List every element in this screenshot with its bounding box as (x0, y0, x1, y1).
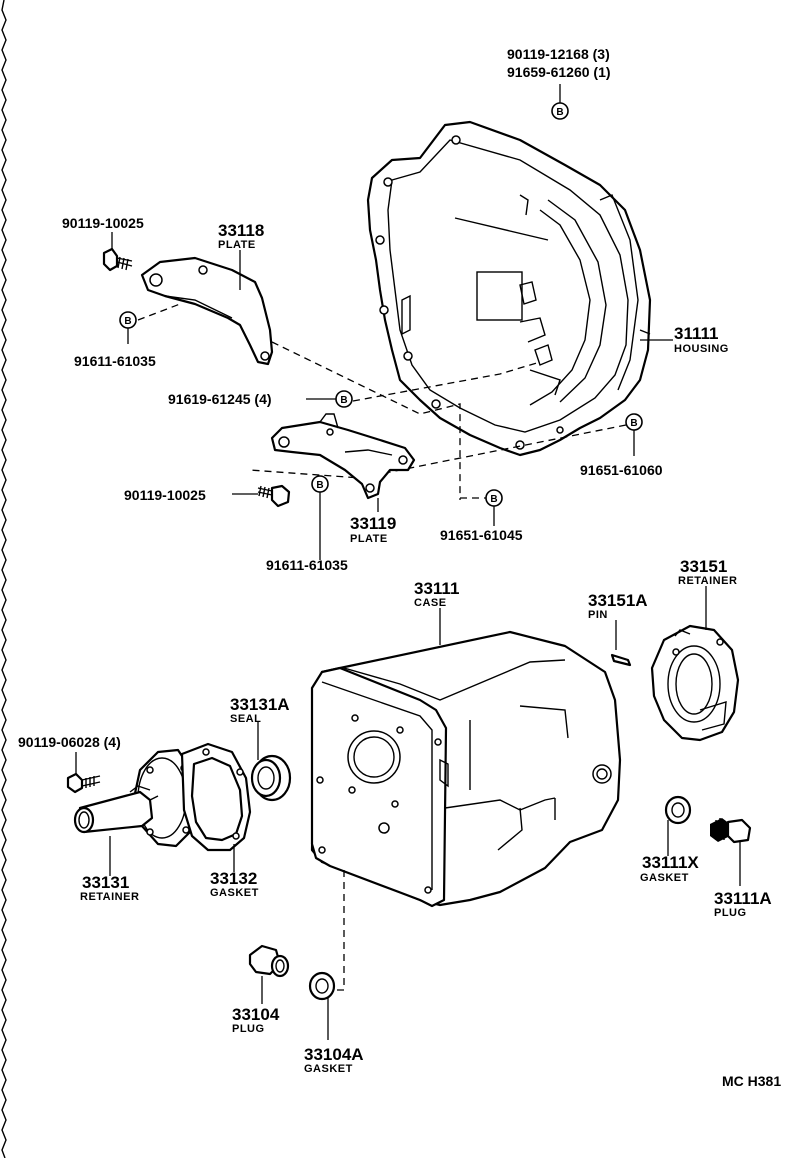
gasket-33104a (308, 971, 336, 1001)
label-91619-61245: 91619-61245 (4) (168, 391, 272, 407)
label-33111: 33111 (414, 579, 459, 598)
plate-33119 (270, 413, 416, 500)
svg-text:B: B (490, 494, 497, 505)
bolt-90119-10025-top (102, 247, 133, 272)
label-33131: 33131 (82, 873, 129, 892)
label-91611-61035-top: 91611-61035 (74, 353, 156, 369)
label-33111a: 33111A (714, 889, 772, 908)
svg-text:B: B (630, 418, 637, 429)
label-case: CASE (414, 597, 447, 609)
pin-33151a (610, 653, 632, 667)
label-plate-33118: PLATE (218, 239, 256, 251)
label-90119-12168: 90119-12168 (3) (507, 46, 610, 62)
label-91651-61060: 91651-61060 (580, 462, 663, 478)
seal-33131a (250, 754, 292, 802)
label-33104a: 33104A (304, 1045, 364, 1064)
label-retainer-33151: RETAINER (678, 575, 737, 587)
b-mark-91611-61035-top: B (119, 311, 137, 329)
label-31111: 31111 (674, 324, 718, 343)
gasket-33132 (180, 742, 252, 852)
gasket-33111x (664, 795, 692, 825)
b-mark-91651-61060: B (625, 413, 643, 431)
housing-31111 (366, 120, 652, 457)
label-33118: 33118 (218, 221, 264, 240)
bolt-90119-06028 (66, 772, 101, 794)
label-housing: HOUSING (674, 343, 729, 355)
label-plug-33111a: PLUG (714, 907, 747, 919)
label-33111x: 33111X (642, 853, 699, 872)
label-33151: 33151 (680, 557, 727, 576)
label-33104: 33104 (232, 1005, 280, 1024)
label-90119-06028: 90119-06028 (4) (18, 734, 121, 750)
label-gasket-33132: GASKET (210, 887, 259, 899)
label-90119-10025-mid: 90119-10025 (124, 487, 206, 503)
retainer-33131 (73, 748, 198, 848)
retainer-33151 (650, 624, 740, 742)
label-seal: SEAL (230, 713, 261, 725)
bolt-90119-10025-mid (257, 484, 291, 508)
plug-33104 (248, 944, 290, 978)
case-33111 (310, 630, 622, 908)
svg-text:B: B (316, 480, 323, 491)
label-33151a: 33151A (588, 591, 648, 610)
label-91651-61045: 91651-61045 (440, 527, 523, 543)
label-33119: 33119 (350, 514, 396, 533)
plug-33111a (710, 818, 752, 844)
label-retainer-33131: RETAINER (80, 891, 139, 903)
label-90119-10025-top: 90119-10025 (62, 215, 144, 231)
label-pin: PIN (588, 609, 608, 621)
svg-text:B: B (340, 395, 347, 406)
b-mark-91619-61245: B (335, 390, 353, 408)
label-gasket-33111x: GASKET (640, 872, 689, 884)
b-symbol: B (556, 107, 563, 118)
diagram-code: MC H381 (722, 1073, 781, 1089)
label-plug-33104: PLUG (232, 1023, 265, 1035)
svg-text:B: B (124, 316, 131, 327)
label-33131a: 33131A (230, 695, 290, 714)
label-plate-33119: PLATE (350, 533, 388, 545)
b-mark-top: B (551, 102, 569, 120)
b-mark-91611-61035-bottom: B (311, 475, 329, 493)
b-mark-91651-61045: B (485, 489, 503, 507)
label-91659-61260: 91659-61260 (1) (507, 64, 611, 80)
torn-page-edge (1, 0, 7, 1158)
label-33132: 33132 (210, 869, 257, 888)
label-gasket-33104a: GASKET (304, 1063, 353, 1075)
label-91611-61035-bottom: 91611-61035 (266, 557, 348, 573)
